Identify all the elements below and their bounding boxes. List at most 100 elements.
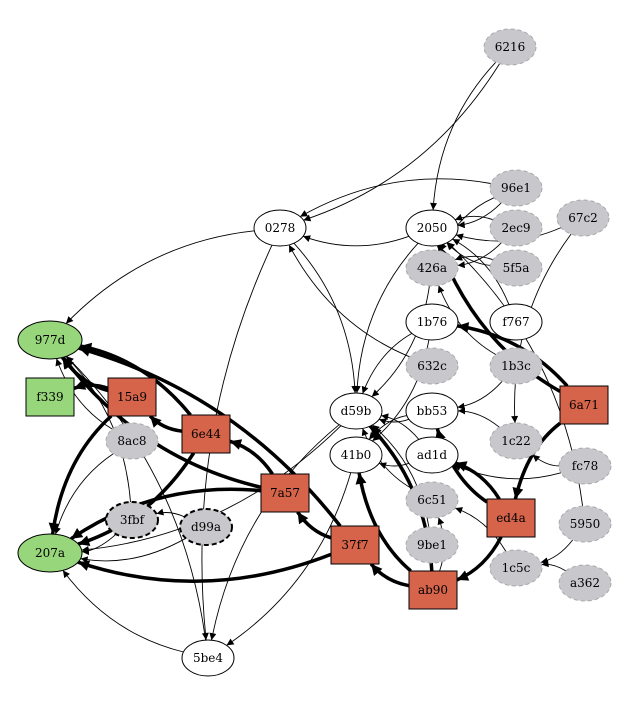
node-6216-shape bbox=[483, 28, 537, 66]
node-6c51-label: 6c51 bbox=[417, 493, 447, 507]
node-5950[interactable]: 5950 bbox=[558, 505, 612, 543]
node-d99a[interactable]: d99a bbox=[179, 508, 233, 546]
node-5f5a-shape bbox=[489, 249, 543, 287]
edge-37f7-to-207a bbox=[77, 552, 332, 584]
node-6c51-shape bbox=[405, 481, 459, 519]
edge-6216-to-0278 bbox=[303, 63, 501, 222]
node-977d-label: 977d bbox=[35, 333, 66, 347]
node-ed4a-label: ed4a bbox=[496, 511, 526, 525]
node-2050[interactable]: 2050 bbox=[405, 209, 459, 247]
edge-fc78-to-ad1d bbox=[453, 464, 562, 480]
node-6e44-label: 6e44 bbox=[191, 427, 221, 441]
edge-d99a-to-207a bbox=[80, 537, 187, 564]
node-632c-shape bbox=[405, 347, 459, 385]
node-37f7[interactable]: 37f7 bbox=[330, 525, 380, 565]
node-3fbf[interactable]: 3fbf bbox=[105, 501, 159, 539]
node-bb53-shape bbox=[405, 392, 459, 430]
node-1c5c[interactable]: 1c5c bbox=[489, 549, 543, 587]
node-a362-label: a362 bbox=[570, 576, 600, 590]
node-426a-shape bbox=[405, 249, 459, 287]
node-bb53[interactable]: bb53 bbox=[405, 392, 459, 430]
node-7a57-shape bbox=[260, 473, 310, 513]
node-1c22-label: 1c22 bbox=[501, 434, 531, 448]
node-426a[interactable]: 426a bbox=[405, 249, 459, 287]
node-fc78-label: fc78 bbox=[572, 459, 598, 473]
node-5f5a-label: 5f5a bbox=[503, 261, 530, 275]
node-1b76-shape bbox=[405, 303, 459, 341]
node-8ac8-label: 8ac8 bbox=[117, 434, 146, 448]
node-9be1-shape bbox=[405, 526, 459, 564]
node-8ac8-shape bbox=[105, 422, 159, 460]
node-207a[interactable]: 207a bbox=[17, 533, 83, 573]
edge-1c5c-to-6c51 bbox=[455, 507, 507, 552]
node-5f5a[interactable]: 5f5a bbox=[489, 249, 543, 287]
node-67c2[interactable]: 67c2 bbox=[556, 199, 610, 237]
node-1b3c-shape bbox=[489, 347, 543, 385]
edge-6a71-to-1b76 bbox=[457, 322, 569, 388]
edge-2050-to-d59b bbox=[353, 242, 419, 394]
node-8ac8[interactable]: 8ac8 bbox=[105, 422, 159, 460]
edge-5f5a-to-426a bbox=[454, 254, 494, 261]
node-7a57-label: 7a57 bbox=[270, 486, 300, 500]
node-ab90-shape bbox=[408, 570, 458, 610]
node-0278[interactable]: 0278 bbox=[253, 209, 307, 247]
node-fc78[interactable]: fc78 bbox=[558, 447, 612, 485]
edge-6e44-to-15a9 bbox=[148, 414, 183, 433]
edge-a362-to-1c5c bbox=[541, 560, 566, 572]
edge-f767-to-2050 bbox=[452, 238, 510, 305]
node-2ec9[interactable]: 2ec9 bbox=[489, 209, 543, 247]
edge-d99a-to-3fbf bbox=[156, 508, 185, 518]
node-1c5c-label: 1c5c bbox=[502, 561, 531, 575]
edge-ad1d-to-41b0 bbox=[378, 462, 410, 469]
node-1c22-shape bbox=[489, 422, 543, 460]
node-632c[interactable]: 632c bbox=[405, 347, 459, 385]
node-ab90[interactable]: ab90 bbox=[408, 570, 458, 610]
node-6a71-label: 6a71 bbox=[569, 398, 599, 412]
edge-96e1-to-0278 bbox=[299, 178, 491, 217]
node-f767[interactable]: f767 bbox=[489, 303, 543, 341]
node-9be1[interactable]: 9be1 bbox=[405, 526, 459, 564]
node-f339[interactable]: f339 bbox=[25, 377, 75, 417]
node-977d[interactable]: 977d bbox=[17, 320, 83, 360]
node-d59b-label: d59b bbox=[341, 404, 372, 418]
node-96e1-label: 96e1 bbox=[501, 181, 531, 195]
node-a362-shape bbox=[558, 564, 612, 602]
node-2ec9-shape bbox=[489, 209, 543, 247]
node-5be4[interactable]: 5be4 bbox=[181, 639, 235, 677]
node-bb53-label: bb53 bbox=[417, 404, 448, 418]
node-1b3c-label: 1b3c bbox=[501, 359, 531, 373]
node-1b76[interactable]: 1b76 bbox=[405, 303, 459, 341]
node-6e44[interactable]: 6e44 bbox=[181, 414, 231, 454]
node-6216[interactable]: 6216 bbox=[483, 28, 537, 66]
node-ed4a[interactable]: ed4a bbox=[486, 498, 536, 538]
edge-2ec9-to-426a bbox=[457, 242, 502, 269]
node-a362[interactable]: a362 bbox=[558, 564, 612, 602]
node-1b3c[interactable]: 1b3c bbox=[489, 347, 543, 385]
node-6c51[interactable]: 6c51 bbox=[405, 481, 459, 519]
node-7a57[interactable]: 7a57 bbox=[260, 473, 310, 513]
node-1c22[interactable]: 1c22 bbox=[489, 422, 543, 460]
node-d59b[interactable]: d59b bbox=[329, 392, 383, 430]
node-41b0-label: 41b0 bbox=[341, 448, 372, 462]
node-41b0[interactable]: 41b0 bbox=[329, 436, 383, 474]
edge-5950-to-1c5c bbox=[540, 539, 574, 565]
node-6a71-shape bbox=[559, 385, 609, 425]
edge-6e44-to-977d bbox=[79, 342, 192, 417]
edge-96e1-to-2050 bbox=[457, 202, 502, 229]
node-15a9[interactable]: 15a9 bbox=[107, 377, 157, 417]
node-6a71[interactable]: 6a71 bbox=[559, 385, 609, 425]
node-fc78-shape bbox=[558, 447, 612, 485]
node-426a-label: 426a bbox=[417, 261, 447, 275]
node-1b76-label: 1b76 bbox=[417, 315, 448, 329]
node-ab90-label: ab90 bbox=[418, 583, 448, 597]
node-d99a-shape bbox=[179, 508, 233, 546]
node-3fbf-label: 3fbf bbox=[120, 513, 146, 527]
node-96e1[interactable]: 96e1 bbox=[489, 169, 543, 207]
node-3fbf-shape bbox=[105, 501, 159, 539]
edge-0278-to-977d bbox=[65, 230, 255, 324]
node-977d-shape bbox=[17, 320, 83, 360]
node-ad1d[interactable]: ad1d bbox=[405, 436, 459, 474]
node-67c2-shape bbox=[556, 199, 610, 237]
edge-8ac8-to-977d bbox=[55, 358, 113, 430]
